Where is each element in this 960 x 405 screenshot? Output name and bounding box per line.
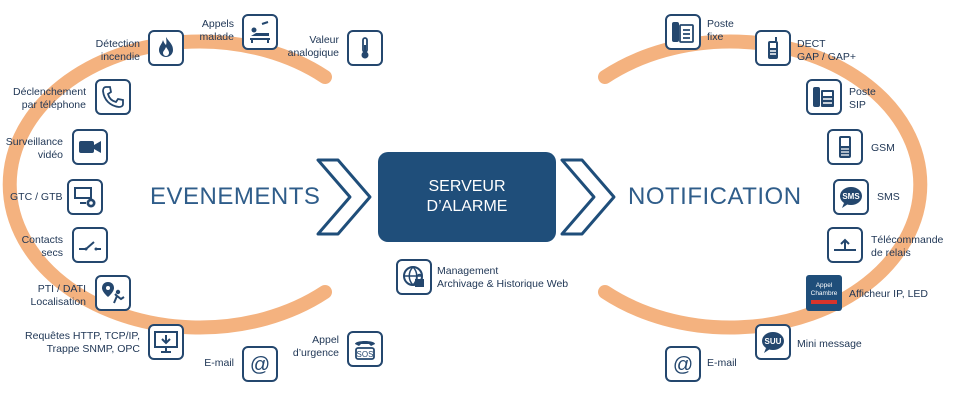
monitor-gear-icon (67, 179, 103, 215)
led-display-icon: Appel Chambre (806, 275, 842, 311)
server-label-line1: SERVEUR (428, 178, 506, 195)
left-title: EVENEMENTS (150, 183, 321, 210)
fallen-worker-location-icon (95, 275, 131, 311)
left-arc (2, 34, 332, 335)
sip-phone-icon (806, 79, 842, 115)
sms-bubble-icon: SMS (833, 179, 869, 215)
mini-message-bubble-icon: SUU (755, 324, 791, 360)
relay-switch-icon (827, 227, 863, 263)
event-label-gtc-gtb: GTC / GTB (10, 191, 63, 203)
notif-label-email: E-mail (707, 357, 737, 369)
email-at-icon: @ (242, 346, 278, 382)
dect-phone-icon (755, 30, 791, 66)
notif-label-mini-message: Mini message (797, 338, 862, 350)
suu-icon-text: SUU (765, 337, 782, 346)
notif-label-sms: SMS (877, 191, 900, 203)
sos-phone-icon: SOS (347, 331, 383, 367)
phone-handset-icon (95, 79, 131, 115)
management-lock-globe-icon (396, 259, 432, 295)
server-label-line2: D’ALARME (426, 198, 508, 215)
notif-label-led-display: Afficheur IP, LED (849, 288, 928, 300)
patient-call-icon (242, 14, 278, 50)
right-chevron (560, 158, 616, 236)
management-label: Management Archivage & Historique Web (437, 265, 569, 290)
alarm-server-box: SERVEUR D’ALARME (378, 152, 556, 242)
thermometer-icon (347, 30, 383, 66)
event-label-http-requests: Requêtes HTTP, TCP/IP,Trappe SNMP, OPC (25, 330, 140, 355)
right-title: NOTIFICATION (628, 183, 802, 210)
left-chevron (316, 158, 372, 236)
svg-text:@: @ (673, 354, 693, 376)
right-arc (598, 34, 928, 335)
event-label-email: E-mail (204, 357, 234, 369)
sos-text: SOS (357, 350, 374, 359)
sms-icon-text: SMS (842, 192, 860, 201)
led-bar (811, 300, 837, 304)
download-monitor-icon (148, 324, 184, 360)
gsm-phone-icon (827, 129, 863, 165)
notif-email-at-icon: @ (665, 346, 701, 382)
svg-text:@: @ (250, 354, 270, 376)
notif-label-gsm: GSM (871, 142, 895, 154)
dry-contact-switch-icon (72, 227, 108, 263)
video-camera-icon (72, 129, 108, 165)
desk-phone-icon (665, 14, 701, 50)
fire-icon (148, 30, 184, 66)
